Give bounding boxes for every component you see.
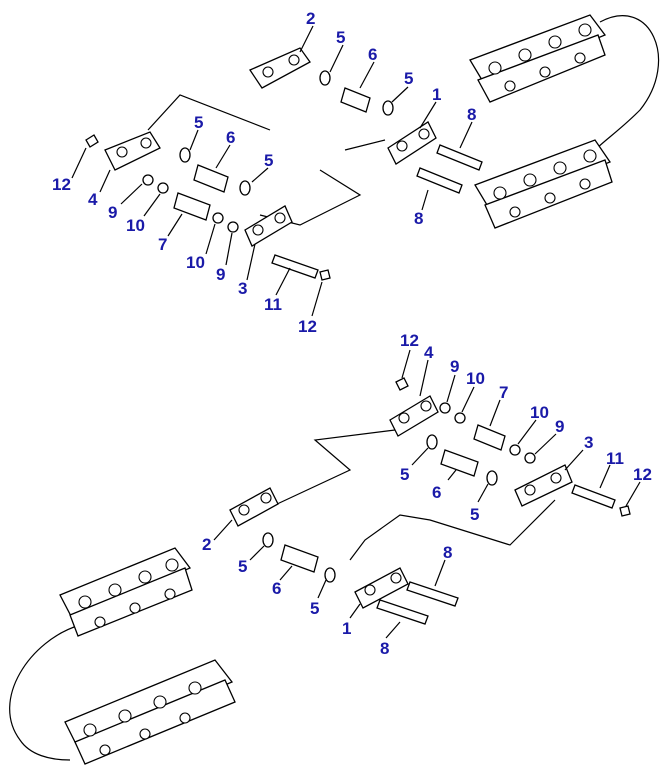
bottom-bushing-7 bbox=[473, 424, 506, 451]
bottom-seal-5c bbox=[262, 532, 274, 548]
top-seal-5b bbox=[382, 100, 394, 116]
bottom-bushing-6a bbox=[440, 449, 479, 477]
top-callouts: 2 5 6 5 1 8 12 4 5 6 5 9 10 7 10 9 3 8 1… bbox=[52, 9, 476, 336]
top-link-1 bbox=[387, 121, 437, 165]
top-seal-5c bbox=[179, 147, 191, 163]
top-pin-8a bbox=[436, 144, 483, 171]
top-chain-loop bbox=[594, 15, 659, 151]
top-track-chain-lower bbox=[474, 139, 613, 229]
top-seal-5d bbox=[239, 180, 251, 196]
callout-bottom-5b: 5 bbox=[470, 505, 479, 524]
callout-bottom-10b: 10 bbox=[530, 403, 549, 422]
callout-top-2: 2 bbox=[306, 9, 315, 28]
bottom-washer-10b bbox=[509, 444, 521, 456]
bottom-washer-9a bbox=[439, 402, 451, 414]
callout-bottom-6a: 6 bbox=[432, 483, 441, 502]
bottom-bushing-6b bbox=[280, 544, 319, 573]
callout-top-6b: 6 bbox=[226, 128, 235, 147]
callout-bottom-11: 11 bbox=[606, 449, 624, 468]
top-link-3 bbox=[244, 205, 293, 247]
callout-top-9b: 9 bbox=[216, 265, 225, 284]
top-bushing-6a bbox=[340, 87, 371, 113]
bottom-washer-9b bbox=[524, 452, 536, 464]
top-assembly: 2 5 6 5 1 8 12 4 5 6 5 9 10 7 10 9 3 8 1… bbox=[52, 9, 659, 336]
top-link-4 bbox=[104, 131, 161, 171]
callout-bottom-5a: 5 bbox=[400, 465, 409, 484]
callout-top-9a: 9 bbox=[108, 203, 117, 222]
top-link-2 bbox=[249, 47, 311, 89]
callout-top-5d: 5 bbox=[264, 151, 273, 170]
bottom-track-chain-upper bbox=[59, 547, 193, 637]
callout-bottom-4: 4 bbox=[424, 343, 434, 362]
top-seal-5a bbox=[319, 70, 331, 86]
callout-top-6a: 6 bbox=[368, 45, 377, 64]
callout-bottom-9a: 9 bbox=[450, 357, 459, 376]
bottom-callouts: 12 4 9 10 7 10 9 3 11 12 5 6 5 2 8 5 6 5… bbox=[202, 331, 652, 658]
bottom-link-4 bbox=[389, 395, 439, 437]
bottom-link-2 bbox=[229, 487, 279, 527]
bottom-washer-10a bbox=[454, 412, 466, 424]
callout-top-7: 7 bbox=[158, 235, 167, 254]
callout-top-12a: 12 bbox=[52, 175, 71, 194]
callout-top-11: 11 bbox=[264, 295, 282, 314]
callout-bottom-5c: 5 bbox=[238, 557, 247, 576]
callout-bottom-6b: 6 bbox=[272, 579, 281, 598]
top-bushing-6b bbox=[193, 164, 229, 193]
callout-bottom-2: 2 bbox=[202, 535, 211, 554]
callout-top-8a: 8 bbox=[467, 105, 476, 124]
top-washer-9b bbox=[227, 221, 239, 233]
bottom-pin-8b bbox=[376, 599, 429, 625]
callout-top-5a: 5 bbox=[336, 28, 345, 47]
callout-top-10a: 10 bbox=[126, 216, 145, 235]
top-guide-line-left bbox=[147, 94, 271, 131]
bottom-guide-line-upper bbox=[274, 429, 396, 506]
callout-bottom-12b: 12 bbox=[633, 465, 652, 484]
bottom-link-1 bbox=[354, 567, 409, 609]
top-pin-11 bbox=[271, 254, 319, 279]
top-washer-10b bbox=[212, 212, 224, 224]
callout-top-5b: 5 bbox=[404, 69, 413, 88]
top-track-chain-upper bbox=[469, 14, 607, 103]
callout-bottom-3: 3 bbox=[584, 433, 593, 452]
top-washer-9a bbox=[142, 174, 154, 186]
callout-bottom-8b: 8 bbox=[380, 639, 389, 658]
callout-top-8b: 8 bbox=[414, 209, 423, 228]
bottom-link-3 bbox=[514, 464, 573, 507]
bottom-pin-11 bbox=[571, 484, 616, 509]
callout-top-10b: 10 bbox=[186, 253, 205, 272]
bottom-assembly: 12 4 9 10 7 10 9 3 11 12 5 6 5 2 8 5 6 5… bbox=[9, 331, 652, 765]
bottom-lock-12b bbox=[619, 505, 631, 517]
top-lock-12a bbox=[85, 134, 99, 148]
bottom-pin-8a bbox=[406, 581, 459, 607]
callout-bottom-10a: 10 bbox=[466, 369, 485, 388]
bottom-guide-line-lower bbox=[349, 499, 556, 561]
top-lock-12b bbox=[319, 269, 331, 281]
callout-top-1: 1 bbox=[432, 85, 441, 104]
callout-bottom-12a: 12 bbox=[400, 331, 419, 350]
bottom-leader-lines bbox=[213, 349, 641, 639]
callout-top-3: 3 bbox=[238, 279, 247, 298]
callout-top-5c: 5 bbox=[194, 113, 203, 132]
callout-top-12b: 12 bbox=[298, 317, 317, 336]
bottom-track-chain-lower bbox=[64, 659, 236, 765]
top-leader-lines bbox=[71, 25, 473, 317]
callout-bottom-8a: 8 bbox=[443, 543, 452, 562]
callout-bottom-7: 7 bbox=[499, 383, 508, 402]
top-washer-10a bbox=[157, 182, 169, 194]
bottom-seal-5a bbox=[426, 434, 438, 450]
callout-bottom-5d: 5 bbox=[310, 599, 319, 618]
bottom-lock-12a bbox=[395, 377, 409, 391]
callout-bottom-9b: 9 bbox=[555, 417, 564, 436]
callout-bottom-1: 1 bbox=[342, 619, 351, 638]
bottom-chain-loop bbox=[9, 624, 81, 761]
bottom-seal-5b bbox=[486, 470, 498, 486]
bottom-seal-5d bbox=[324, 567, 336, 583]
top-pin-8b bbox=[416, 167, 463, 194]
callout-top-4: 4 bbox=[88, 190, 98, 209]
top-bushing-7 bbox=[173, 192, 211, 221]
